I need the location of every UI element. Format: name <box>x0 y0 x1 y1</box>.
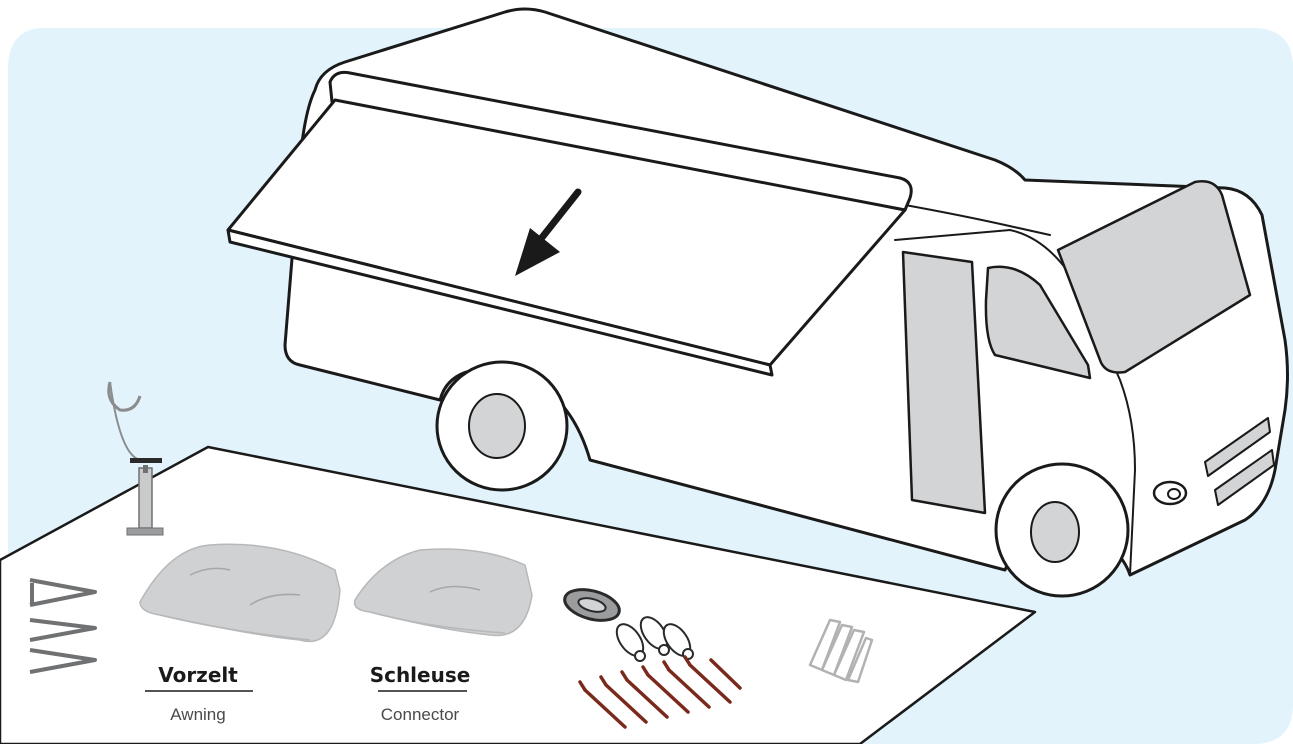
connector-subtitle: Connector <box>381 705 460 724</box>
awning-title: Vorzelt <box>158 663 238 687</box>
rear-wheel-hub <box>469 394 525 458</box>
connector-title: Schleuse <box>370 663 471 687</box>
awning-subtitle: Awning <box>170 705 225 724</box>
headlight-inner <box>1168 489 1180 499</box>
front-wheel-hub <box>1031 502 1079 562</box>
motorhome-door <box>903 252 985 513</box>
